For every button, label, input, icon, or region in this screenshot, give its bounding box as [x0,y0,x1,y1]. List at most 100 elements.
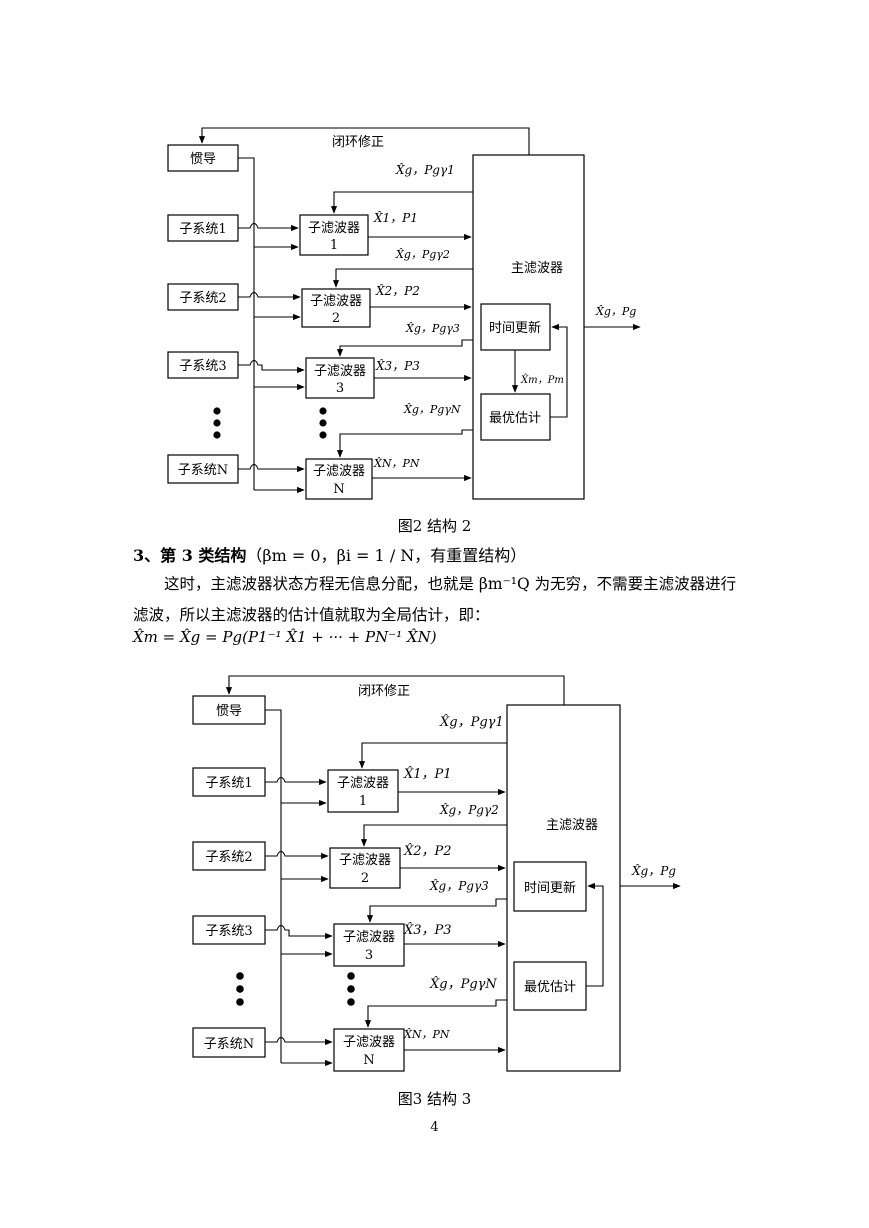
ellipsis-dot [213,419,221,427]
diagram-structure-3: 闭环修正 惯导 主滤波器 时间更新 最优估计 X̂g，Pg 子系统1 子滤波器 … [192,675,681,1072]
ellipsis-dot [347,998,355,1006]
filter-3-index: 3 [336,381,344,396]
filter-n-box [333,1028,405,1072]
feedback-label-n: X̂g，PgγN [403,403,461,416]
inertial-label: 惯导 [190,151,216,167]
subsystem-n-line [238,463,305,473]
internal-label: X̂m，Pm [520,374,564,386]
time-update-box [513,861,587,912]
subsystem-3-line [238,359,305,374]
filter-n-name: 子滤波器 [343,1035,395,1050]
inertial-bus [265,709,282,1063]
filter-1-box [327,769,399,813]
section-heading: 3、第 3 类结构（βm = 0，βi = 1 / N，有重置结构） [133,542,526,566]
paragraph: 这时，主滤波器状态方程无信息分配，也就是 βm⁻¹Q 为无穷，不需要主滤波器进行… [133,569,743,631]
figure-structure-3: 闭环修正 惯导 主滤波器 时间更新 最优估计 X̂g，Pg 子系统1 子滤波器 … [0,668,869,1080]
time-update-label: 时间更新 [524,880,576,896]
filter-3-box [333,923,405,967]
figure-2-caption: 图2 结构 2 [397,517,472,535]
local-label-n: X̂N，PN [373,457,420,470]
feedback-label-1: X̂g，Pgγ1 [395,162,455,177]
subsystem-1-label: 子系统1 [205,776,252,791]
ellipsis-dot [347,985,355,993]
feedback-2-line [332,268,473,288]
inertial-box [192,695,266,725]
feedback-n-line [364,999,507,1028]
subsystem-2-line [265,850,329,860]
feedback-label-3: X̂g，Pgγ3 [405,322,460,335]
closed-loop-line [198,127,530,155]
time-update-label: 时间更新 [489,320,541,336]
filter-1-box [299,214,369,256]
subsystem-3-label: 子系统3 [179,359,226,374]
feedback-label-n: X̂g，PgγN [429,976,497,992]
filter-3-box [305,357,375,399]
local-label-2: X̂2，P2 [403,843,452,859]
section-condition: （βm = 0，βi = 1 / N，有重置结构） [246,546,527,565]
filter-2-name: 子滤波器 [339,853,391,868]
feedback-2-line [360,824,507,847]
inertial-bus [238,157,255,490]
feedback-3-line [366,898,507,923]
filter-2-index: 2 [361,871,369,886]
filter-n-name: 子滤波器 [313,464,365,479]
formula-global-estimate: X̂m = X̂g = Pg(P1⁻¹ X̂1 + ··· + PN⁻¹ X̂N… [133,628,437,646]
subsystem-n-label: 子系统N [204,1037,254,1052]
ellipsis-dot [213,431,221,439]
ellipsis-dot [236,985,244,993]
figure-3-caption: 图3 结构 3 [397,1090,472,1108]
closed-loop-label: 闭环修正 [332,135,384,150]
filter-1-name: 子滤波器 [308,221,360,236]
local-label-n: X̂N，PN [403,1028,450,1041]
subsystem-2-line [238,291,301,301]
subsystem-2-box [167,283,239,311]
filter-n-index: N [333,482,344,497]
feedback-n-line [336,429,473,458]
feedback-label-3: X̂g，Pgγ3 [429,878,489,893]
subsystem-3-line [265,924,333,940]
feedback-3-line [336,339,473,357]
filter-3-index: 3 [365,948,373,963]
filter-2-name: 子滤波器 [310,294,362,309]
ellipsis-dot [213,407,221,415]
subsystem-n-box [192,1027,266,1058]
internal-arrow-back [550,323,568,418]
ellipsis-dot [347,972,355,980]
filter-n-box [305,458,373,500]
subsystem-n-label: 子系统N [178,463,228,478]
subsystem-n-box [167,454,239,484]
feedback-label-1: X̂g，Pgγ1 [439,714,504,730]
ellipsis-dot [319,419,327,427]
local-label-2: X̂2，P2 [375,283,420,298]
optimal-estimate-label: 最优估计 [489,411,541,426]
diagram-structure-2: 闭环修正 惯导 主滤波器 时间更新 最优估计 X̂m，Pm X̂g，Pg 子系统… [167,127,641,500]
local-label-3: X̂3，P3 [403,922,452,938]
filter-2-index: 2 [332,311,340,326]
filter-2-box [329,847,401,889]
subsystem-2-box [192,841,266,871]
optimal-estimate-box [513,961,587,1011]
subsystem-2-label: 子系统2 [179,291,226,306]
section-number: 3、第 3 类结构 [133,546,247,565]
filter-n-index: N [363,1053,374,1068]
subsystem-n-line [265,1036,333,1046]
inertial-label: 惯导 [216,703,242,719]
ellipsis-dot [236,972,244,980]
paragraph-text: 这时，主滤波器状态方程无信息分配，也就是 βm⁻¹Q 为无穷，不需要主滤波器进行… [133,575,737,624]
closed-loop-line [225,675,565,705]
local-label-1: X̂1，P1 [373,210,418,225]
optimal-estimate-label: 最优估计 [524,980,576,995]
filter-1-index: 1 [330,238,338,253]
filter-3-name: 子滤波器 [314,364,366,379]
page-number: 4 [430,1120,439,1135]
subsystem-3-box [192,915,266,945]
feedback-label-2: X̂g，Pgγ2 [439,802,499,817]
internal-arrow-back [586,882,604,987]
local-label-3: X̂3，P3 [375,358,420,373]
ellipsis-dot [319,431,327,439]
filter-1-index: 1 [359,794,367,809]
ellipsis-dot [319,407,327,415]
filter-1-name: 子滤波器 [337,776,389,791]
figure-structure-2: 闭环修正 惯导 主滤波器 时间更新 最优估计 X̂m，Pm X̂g，Pg 子系统… [0,118,869,503]
subsystem-1-line [265,776,327,786]
